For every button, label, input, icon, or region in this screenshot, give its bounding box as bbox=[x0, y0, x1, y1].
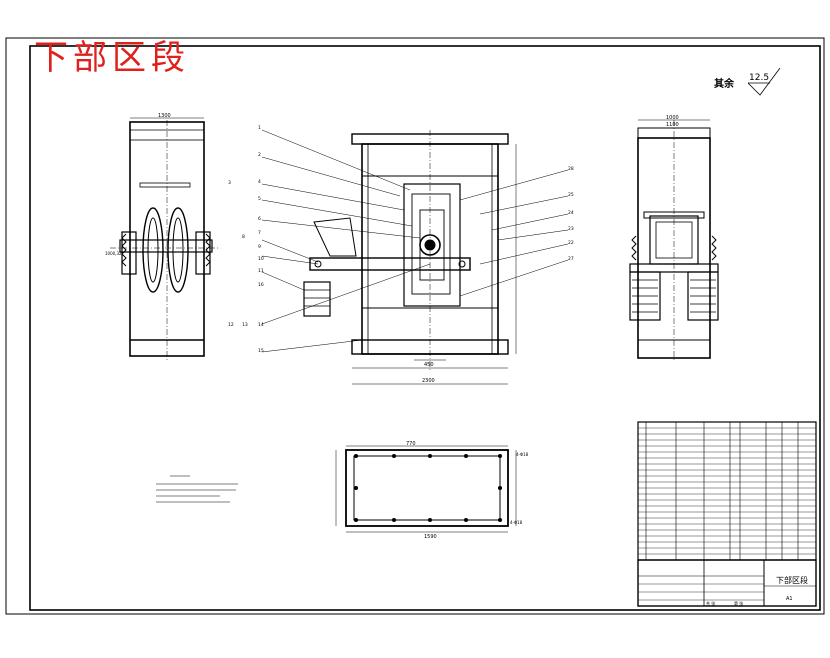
svg-text:14: 14 bbox=[258, 322, 264, 328]
svg-text:22: 22 bbox=[568, 240, 574, 246]
svg-text:25: 25 bbox=[568, 192, 574, 198]
outer-border bbox=[5, 37, 825, 615]
balloon-numbers-left: 1 2 3 4 5 6 7 8 9 10 11 12 13 14 15 16 bbox=[228, 125, 264, 354]
svg-text:24: 24 bbox=[568, 210, 574, 216]
sheet-count: 共 张 bbox=[706, 600, 715, 606]
left-label: 1000,32 bbox=[105, 251, 122, 256]
plan-right-top: 4-Φ18 bbox=[516, 452, 529, 457]
right-side-view: 1000 1100 bbox=[629, 115, 719, 362]
svg-text:11: 11 bbox=[258, 268, 264, 274]
svg-text:7: 7 bbox=[258, 230, 261, 236]
sheet-size: A1 bbox=[786, 596, 793, 602]
plan-top-dim: 770 bbox=[406, 441, 416, 447]
svg-text:1: 1 bbox=[258, 125, 261, 131]
title-block: 下部区段 A1 共 张 第 张 bbox=[637, 559, 817, 607]
front-bottom-dim: 2300 bbox=[422, 378, 435, 384]
roughness-value: 12.5 bbox=[749, 73, 769, 83]
svg-text:9: 9 bbox=[258, 244, 261, 250]
drawing-name: 下部区段 bbox=[776, 575, 808, 585]
inner-border bbox=[29, 45, 821, 611]
left-top-dim: 1300 bbox=[158, 113, 171, 119]
right-top-dim: 1000 bbox=[666, 115, 679, 121]
svg-text:10: 10 bbox=[258, 256, 264, 262]
surface-roughness-symbol: 其余 12.5 bbox=[714, 67, 781, 96]
svg-text:15: 15 bbox=[258, 348, 264, 354]
sheet-no: 第 张 bbox=[734, 600, 743, 606]
right-top-dim2: 1100 bbox=[666, 122, 679, 128]
front-view: 450 2300 bbox=[261, 129, 569, 385]
svg-text:27: 27 bbox=[568, 256, 574, 262]
front-inner-dim: 450 bbox=[424, 362, 434, 368]
svg-text:8: 8 bbox=[242, 234, 245, 240]
svg-text:5: 5 bbox=[258, 196, 261, 202]
svg-text:23: 23 bbox=[568, 226, 574, 232]
svg-text:16: 16 bbox=[258, 282, 264, 288]
plan-view: 770 1590 4-Φ18 4-Φ18 bbox=[335, 441, 529, 540]
technical-notes bbox=[156, 475, 238, 503]
balloon-numbers-right: 28 25 24 23 22 27 bbox=[568, 166, 574, 262]
surface-note-label: 其余 bbox=[714, 77, 735, 90]
svg-text:3: 3 bbox=[228, 180, 231, 186]
plan-bottom-dim: 1590 bbox=[424, 534, 437, 540]
plan-right-bottom: 4-Φ18 bbox=[510, 520, 523, 525]
left-side-view: 1300 1000,32 bbox=[105, 113, 220, 360]
parts-list-table bbox=[637, 421, 817, 561]
svg-text:4: 4 bbox=[258, 179, 261, 185]
svg-text:2: 2 bbox=[258, 152, 261, 158]
stamp-title: 下部区段 bbox=[34, 38, 190, 78]
svg-text:13: 13 bbox=[242, 322, 248, 328]
svg-text:28: 28 bbox=[568, 166, 574, 172]
svg-text:6: 6 bbox=[258, 216, 261, 222]
svg-text:12: 12 bbox=[228, 322, 234, 328]
